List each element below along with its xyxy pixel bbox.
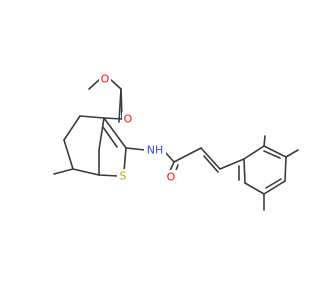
bond [102, 126, 118, 148]
bond [263, 180, 286, 195]
bond [88, 78, 101, 90]
bond [109, 78, 122, 90]
bond [263, 135, 266, 147]
bond [72, 168, 100, 176]
ester-oxygen-top-atom: O [99, 72, 111, 86]
ester-oxygen-single-label: O [124, 113, 133, 126]
bond [79, 115, 105, 119]
thiophene-sulfur-atom: S [117, 169, 129, 183]
bond [285, 149, 299, 158]
bond [98, 174, 119, 177]
bond [243, 158, 246, 184]
bond [263, 150, 281, 159]
bond-lines [53, 78, 299, 211]
atom-labels: O O NH S O [99, 72, 177, 184]
bond [103, 117, 123, 120]
molecule-structure-diagram: O O NH S O [53, 72, 299, 211]
bond [219, 158, 245, 170]
bond [63, 115, 81, 141]
bond [263, 145, 287, 158]
bond [123, 147, 127, 172]
amide-oxygen-atom: O [165, 170, 177, 184]
bond [243, 145, 265, 160]
bond [169, 161, 175, 172]
bond [118, 88, 122, 123]
bond [125, 147, 146, 151]
bond [284, 156, 287, 182]
bond [103, 117, 127, 149]
bond [244, 182, 265, 195]
bond [53, 168, 74, 175]
bond [203, 155, 219, 173]
bond [98, 117, 105, 151]
bond [265, 178, 282, 189]
bond [200, 147, 221, 170]
bond [173, 147, 202, 163]
amide-oxygen-label: O [167, 171, 176, 184]
bond [63, 139, 74, 170]
amide-nitrogen-label: NH [147, 144, 164, 157]
amide-nitrogen-atom: NH [144, 143, 166, 157]
ester-oxygen-top-label: O [101, 73, 110, 86]
thiophene-sulfur-label: S [120, 170, 127, 183]
ester-oxygen-single-atom: O [122, 112, 134, 126]
bond [164, 151, 175, 163]
